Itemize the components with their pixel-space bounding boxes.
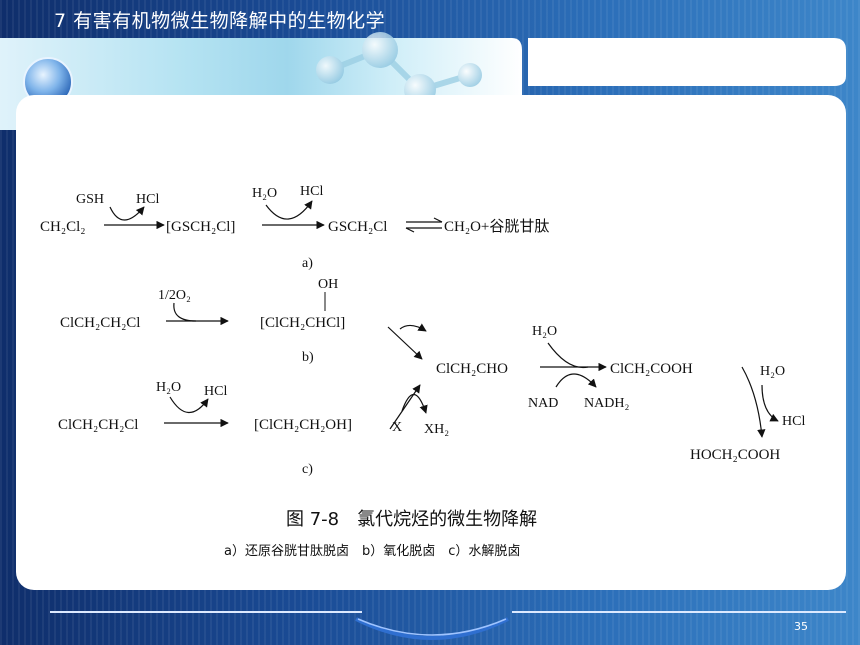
acid: ClCH₂COOH <box>610 361 693 377</box>
a-reactant: CH₂Cl₂ <box>40 219 85 235</box>
b-to-aldehyde-arrow <box>387 326 423 360</box>
b-intermediate: [ClCH₂CHCl] <box>260 315 345 331</box>
b-label: b) <box>302 350 314 365</box>
b-reactant: ClCH₂CH₂Cl <box>60 315 140 331</box>
hcl-out: HCl <box>782 414 805 429</box>
a-product-1: GSCH₂Cl <box>328 219 387 235</box>
content-panel: GSH HCl CH₂Cl₂ [GSCH₂Cl] H₂O HCl GSCH₂Cl… <box>16 95 846 590</box>
hydrolysis-arrow <box>741 366 766 438</box>
a-intermediate: [GSCH₂Cl] <box>166 219 235 235</box>
b-curved-in <box>173 302 197 322</box>
aldehyde: ClCH₂CHO <box>436 361 508 377</box>
figure-caption: 图 7-8 氯代烷烃的微生物降解 <box>286 509 537 530</box>
c-xh2: XH₂ <box>424 422 449 437</box>
hcl-out-curve <box>761 384 779 422</box>
c-h2o: H₂O <box>156 380 181 395</box>
b-oh: OH <box>318 277 338 292</box>
water-in-curve <box>547 342 589 369</box>
c-to-aldehyde-arrow <box>389 384 421 430</box>
c-intermediate: [ClCH₂CH₂OH] <box>254 417 352 433</box>
c-reactant: ClCH₂CH₂Cl <box>58 417 138 433</box>
a-curved-arrow-1 <box>109 206 145 221</box>
a-curved-arrow-2 <box>265 200 313 220</box>
c-curved-arrow <box>169 396 209 414</box>
shared-pathway: ClCH₂CHO H₂O NAD NADH₂ ClCH₂COOH H₂O HCl… <box>436 324 805 463</box>
a-gsh: GSH <box>76 192 104 207</box>
a-hcl-2: HCl <box>300 184 323 199</box>
nadh: NADH₂ <box>584 396 629 411</box>
reaction-c: H₂O HCl ClCH₂CH₂Cl [ClCH₂CH₂OH] X XH₂ c) <box>58 380 449 477</box>
a-h2o: H₂O <box>252 186 277 201</box>
a-product-2: CH₂O+谷胱甘肽 <box>444 218 549 235</box>
figure-subtitle: a）还原谷胱甘肽脱卤 b）氧化脱卤 c）水解脱卤 <box>224 543 520 559</box>
a-label: a) <box>302 256 313 271</box>
footer-decoration <box>50 611 846 640</box>
water-1: H₂O <box>532 324 557 339</box>
slide-number: 35 <box>794 620 808 633</box>
reaction-b: 1/2O₂ ClCH₂CH₂Cl OH [ClCH₂CHCl] b) <box>60 277 345 365</box>
a-hcl-1: HCl <box>136 192 159 207</box>
nad: NAD <box>528 396 558 411</box>
c-label: c) <box>302 462 313 477</box>
reaction-diagram: GSH HCl CH₂Cl₂ [GSCH₂Cl] H₂O HCl GSCH₂Cl… <box>40 184 805 559</box>
b-side-arrow <box>399 323 427 332</box>
final-product: HOCH₂COOH <box>690 447 780 463</box>
nad-curve <box>555 373 597 388</box>
b-o2: 1/2O₂ <box>158 288 191 303</box>
c-x: X <box>392 420 402 435</box>
water-2: H₂O <box>760 364 785 379</box>
c-cofactor-arrow <box>401 393 428 414</box>
slide-title: 7 有害有机物微生物降解中的生物化学 <box>54 10 386 32</box>
reaction-a: GSH HCl CH₂Cl₂ [GSCH₂Cl] H₂O HCl GSCH₂Cl… <box>40 184 549 271</box>
c-hcl: HCl <box>204 384 227 399</box>
